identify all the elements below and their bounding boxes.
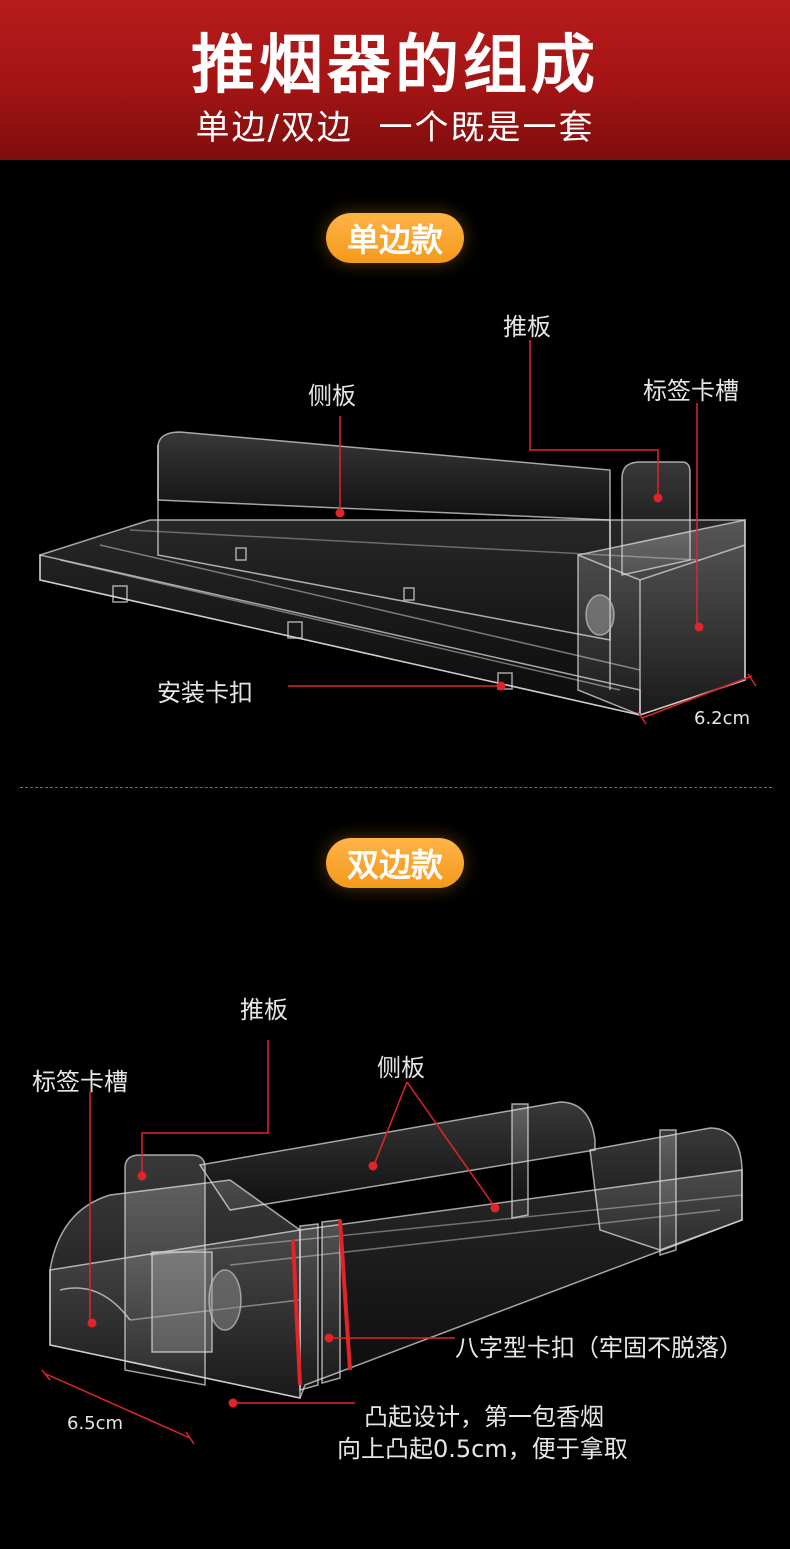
raised-design-line1: 凸起设计，第一包香烟 bbox=[364, 1403, 604, 1431]
page-title: 推烟器的组成 bbox=[191, 29, 599, 103]
section-divider bbox=[20, 787, 772, 788]
header-banner: 推烟器的组成 单边/双边 一个既是一套 bbox=[0, 0, 790, 160]
double-label-slot-label: 标签卡槽 bbox=[32, 1068, 128, 1096]
double-side-badge: 双边款 bbox=[326, 838, 464, 888]
single-install-clip-label: 安装卡扣 bbox=[157, 679, 253, 707]
single-side-product bbox=[39, 431, 746, 716]
double-side-product bbox=[49, 1101, 743, 1399]
single-side-badge: 单边款 bbox=[326, 213, 464, 263]
v-clip-label: 八字型卡扣（牢固不脱落） bbox=[455, 1334, 743, 1362]
double-width-label: 6.5cm bbox=[67, 1413, 124, 1434]
double-side-plate-label: 侧板 bbox=[377, 1054, 425, 1082]
single-width-label: 6.2cm bbox=[694, 708, 751, 729]
single-label-slot-label: 标签卡槽 bbox=[643, 377, 739, 405]
raised-design-line2: 向上凸起0.5cm，便于拿取 bbox=[337, 1435, 628, 1463]
single-push-plate-label: 推板 bbox=[503, 313, 551, 341]
page-subtitle: 单边/双边 一个既是一套 bbox=[195, 108, 595, 148]
double-push-plate-label: 推板 bbox=[240, 996, 288, 1024]
single-side-plate-label: 侧板 bbox=[308, 382, 356, 410]
